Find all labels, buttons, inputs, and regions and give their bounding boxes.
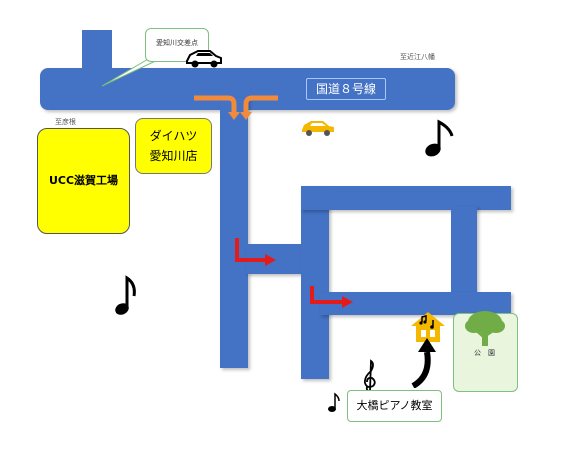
red-route-arrow-icon [235, 238, 276, 266]
curved-arrow-icon [411, 338, 436, 388]
label-to-omihachiman: 至近江八幡 [400, 53, 435, 61]
park-label: 公 園 [474, 349, 495, 357]
car-icon [186, 50, 222, 68]
music-note-icon [425, 119, 454, 157]
treble-clef-icon [363, 359, 376, 392]
east-vertical-road [451, 206, 477, 296]
ohashi-piano-school: 大橋ピアノ教室 [347, 390, 442, 422]
orange-turn-arrows-icon [194, 95, 278, 120]
south-horizontal-road [320, 292, 511, 315]
piano-house-icon [411, 312, 445, 342]
north-horizontal-road [301, 186, 511, 210]
label-to-hikone: 至彦根 [55, 118, 76, 126]
car-icon [302, 121, 334, 136]
music-note-icon [328, 392, 340, 412]
main-south-road [220, 98, 248, 368]
north-branch-road [82, 30, 112, 70]
road-label-route-8: 国道８号線 [306, 78, 386, 100]
tree-icon [465, 311, 505, 346]
daihatsu-aichigawa-store: ダイハツ 愛知川店 [135, 118, 212, 174]
west-vertical-road [301, 186, 329, 379]
red-route-arrow-icon [310, 286, 353, 308]
ucc-shiga-factory: UCC滋賀工場 [37, 128, 130, 234]
music-note-icon [115, 275, 136, 315]
